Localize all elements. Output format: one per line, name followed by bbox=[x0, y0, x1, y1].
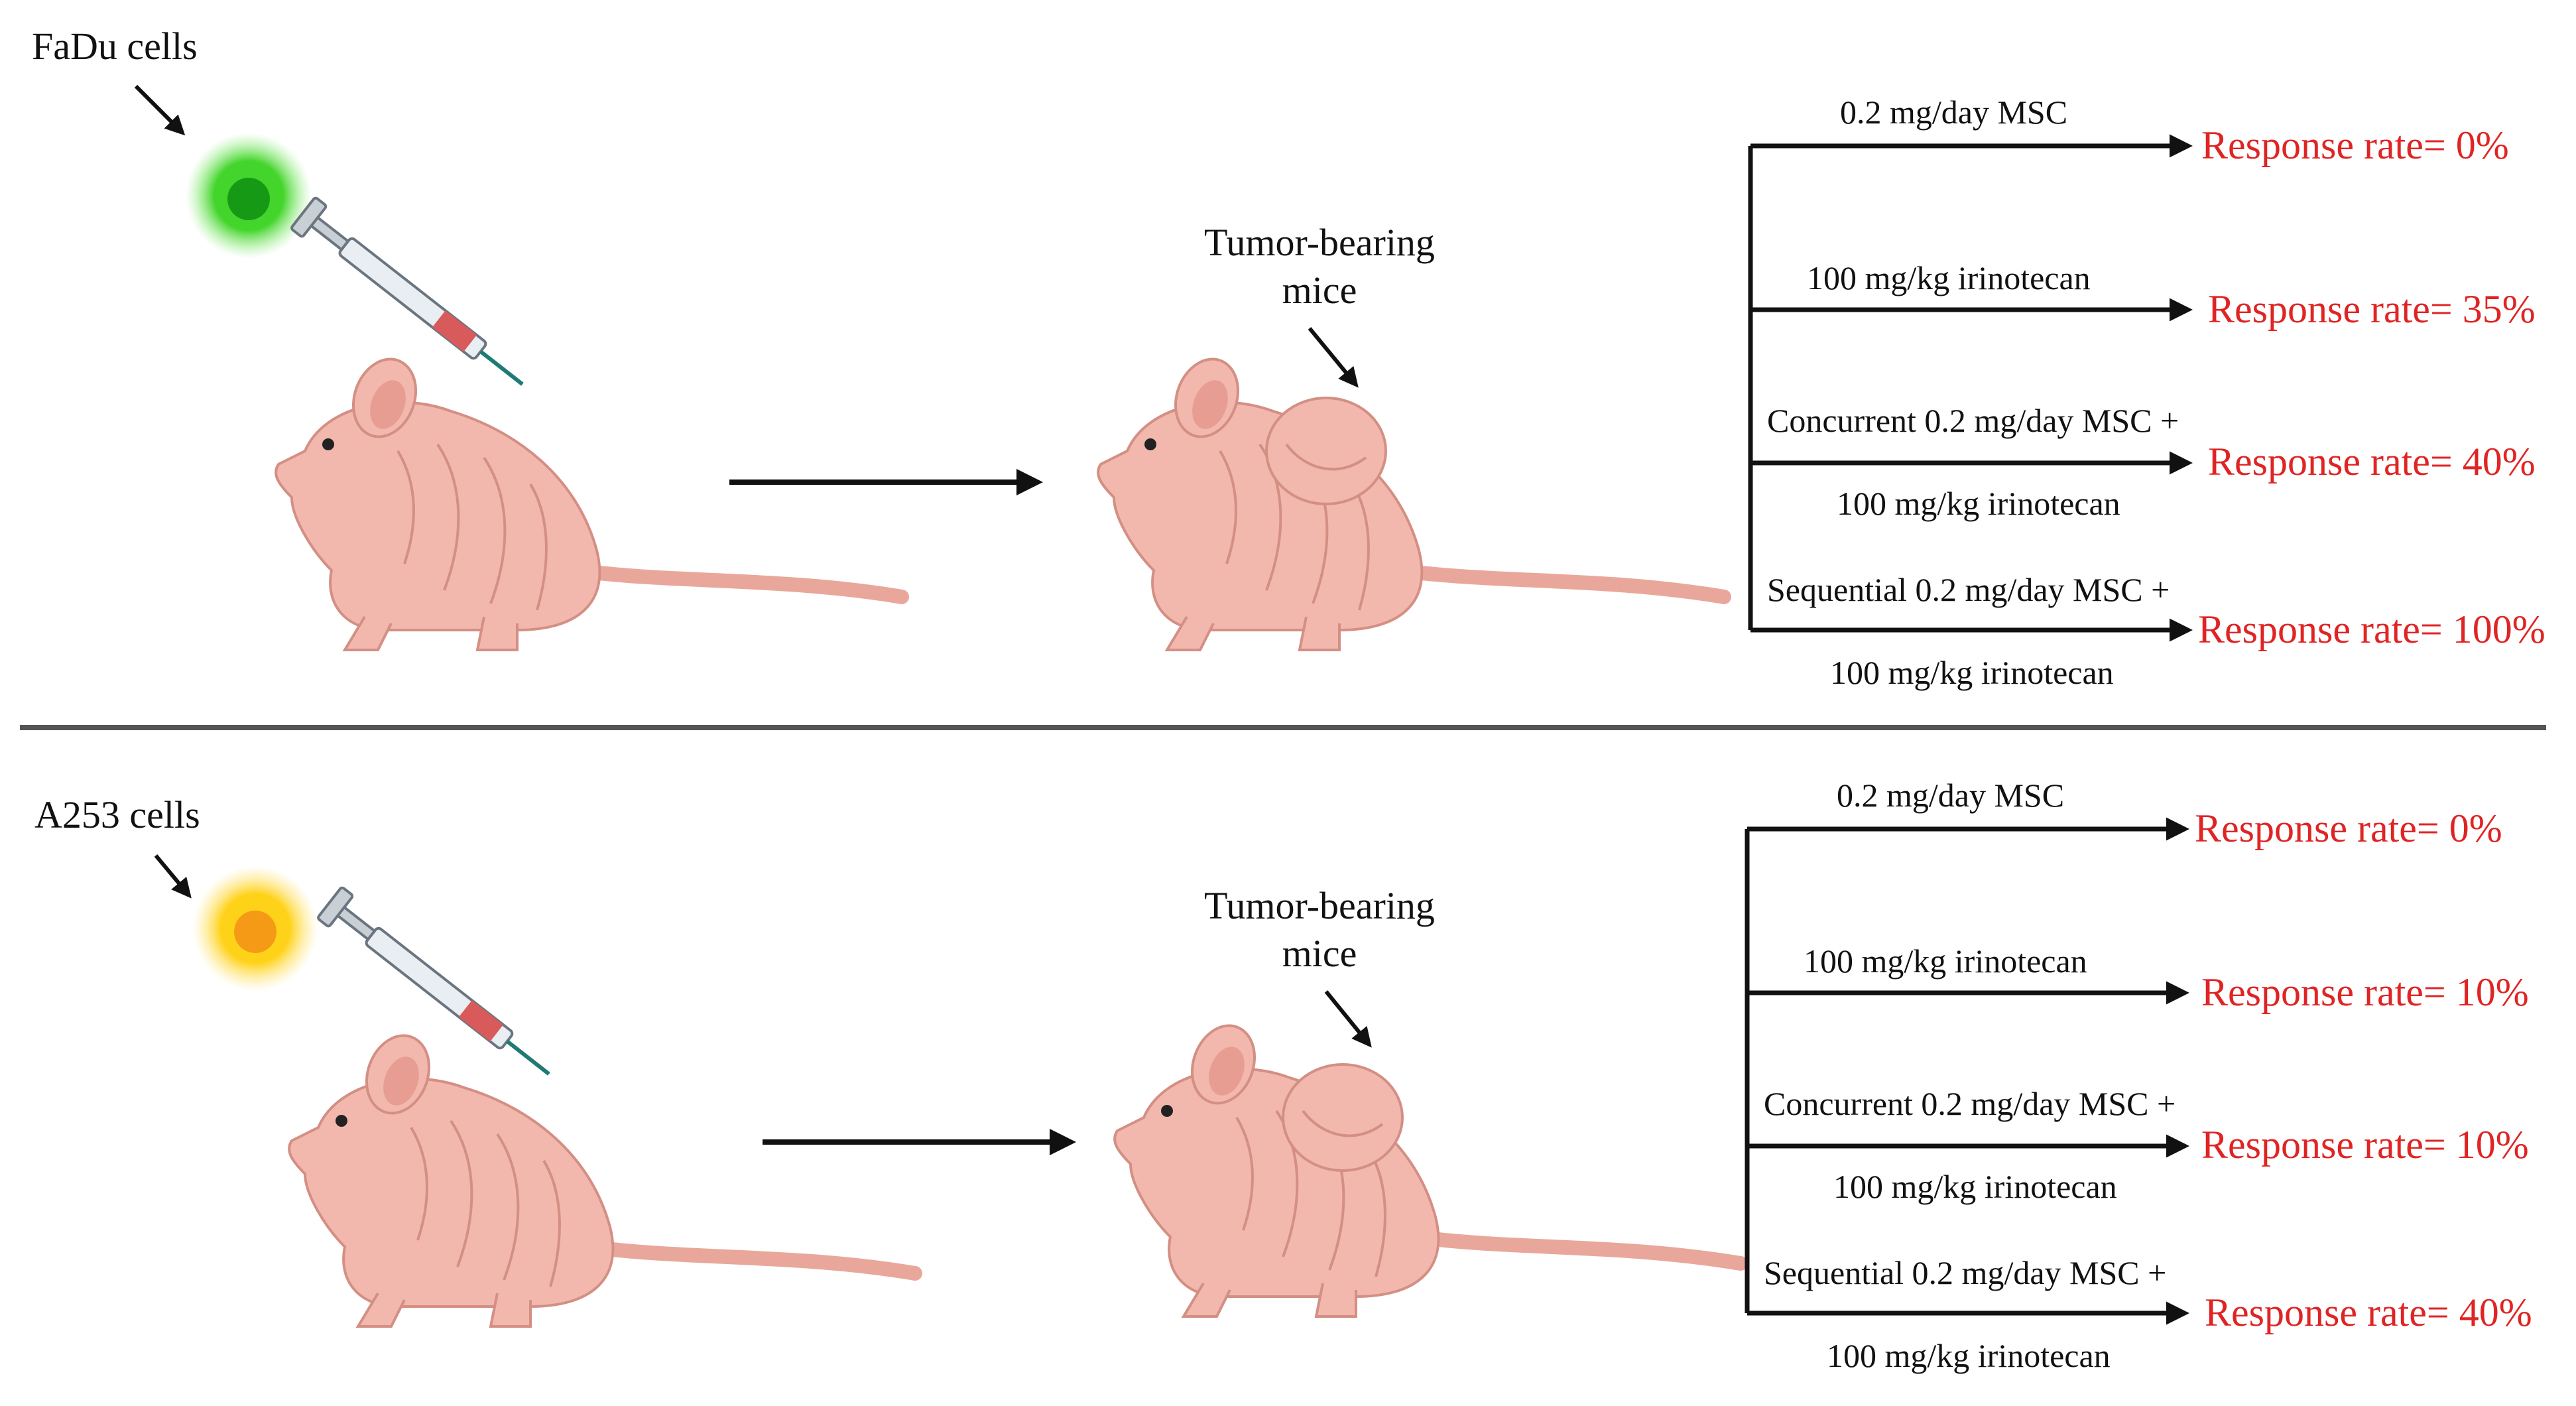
response-rate: Response rate= 40% bbox=[2208, 440, 2536, 483]
mouse-icon bbox=[289, 1027, 915, 1326]
panel-divider bbox=[20, 725, 2546, 730]
tumor-pointer-arrow bbox=[1324, 990, 1372, 1048]
treatment-label: Concurrent 0.2 mg/day MSC + bbox=[1764, 1085, 2176, 1122]
treatment-label-line2: 100 mg/kg irinotecan bbox=[1837, 485, 2120, 522]
treatment-label: Sequential 0.2 mg/day MSC + bbox=[1767, 571, 2170, 608]
treatment-label: 0.2 mg/day MSC bbox=[1837, 777, 2065, 814]
tumor-label: Tumor-bearing mice bbox=[1187, 219, 1452, 314]
tumor-label-line2: mice bbox=[1282, 269, 1357, 312]
cell-label: FaDu cells bbox=[32, 25, 198, 68]
tumor-mouse-icon bbox=[1098, 350, 1724, 650]
treatment-label-line2: 100 mg/kg irinotecan bbox=[1830, 654, 2114, 691]
tumor-label: Tumor-bearing mice bbox=[1187, 882, 1452, 978]
tumor-label-line1: Tumor-bearing bbox=[1204, 884, 1435, 927]
syringe-icon bbox=[290, 197, 534, 400]
response-rate: Response rate= 40% bbox=[2205, 1291, 2532, 1334]
response-rate: Response rate= 10% bbox=[2201, 970, 2529, 1014]
panel-fadu: FaDu cells Tumor-bearing mice 0.2 mg/day… bbox=[32, 25, 2545, 723]
label-to-cell-arrow bbox=[134, 84, 186, 136]
treatment-label: Sequential 0.2 mg/day MSC + bbox=[1764, 1254, 2167, 1291]
response-rate: Response rate= 100% bbox=[2198, 607, 2545, 651]
panel-fadu-artwork bbox=[134, 84, 2193, 723]
response-rate: Response rate= 10% bbox=[2201, 1123, 2529, 1167]
panel-a253-artwork bbox=[154, 817, 2189, 1406]
panel-a253: A253 cells Tumor-bearing mice 0.2 mg/day… bbox=[0, 683, 2576, 1406]
syringe-icon bbox=[317, 887, 561, 1090]
treatment-label: 100 mg/kg irinotecan bbox=[1807, 259, 2091, 296]
response-rate: Response rate= 35% bbox=[2208, 287, 2536, 331]
treatment-label: 0.2 mg/day MSC bbox=[1840, 94, 2068, 131]
label-to-cell-arrow bbox=[154, 854, 192, 899]
treatment-label-line2: 100 mg/kg irinotecan bbox=[1833, 1168, 2117, 1205]
tumor-mouse-icon bbox=[1115, 1017, 1741, 1316]
a253-cell-core bbox=[234, 911, 276, 953]
treatment-label: 100 mg/kg irinotecan bbox=[1804, 942, 2087, 980]
response-rate: Response rate= 0% bbox=[2201, 123, 2509, 167]
mouse-icon bbox=[276, 350, 902, 650]
cell-label: A253 cells bbox=[34, 793, 200, 836]
treatment-label-line2: 100 mg/kg irinotecan bbox=[1827, 1337, 2111, 1374]
tumor-label-line2: mice bbox=[1282, 932, 1357, 975]
treatment-label: Concurrent 0.2 mg/day MSC + bbox=[1767, 402, 2179, 439]
fadu-cell-core bbox=[227, 178, 270, 220]
response-rate: Response rate= 0% bbox=[2195, 806, 2502, 850]
tumor-pointer-arrow bbox=[1308, 327, 1359, 388]
tumor-label-line1: Tumor-bearing bbox=[1204, 221, 1435, 264]
